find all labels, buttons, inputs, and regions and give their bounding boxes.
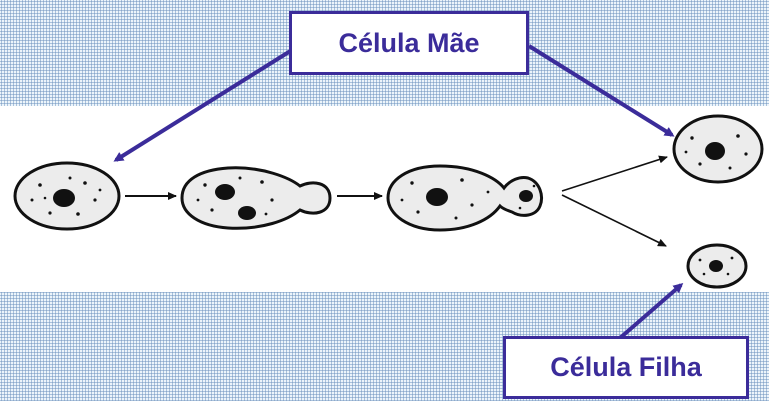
nucleus xyxy=(238,206,256,220)
cell-stage-1 xyxy=(15,163,119,229)
bud-nucleus xyxy=(519,190,533,202)
mother-cell-label: Célula Mãe xyxy=(289,11,529,75)
nucleus xyxy=(53,189,75,207)
nucleus xyxy=(426,188,448,206)
nucleus xyxy=(215,184,235,200)
daughter-label-arrow xyxy=(620,285,681,338)
nucleus xyxy=(709,260,723,272)
result-mother-cell xyxy=(674,116,762,182)
daughter-cell-label: Célula Filha xyxy=(503,336,749,399)
nucleus xyxy=(705,142,725,160)
result-daughter-cell xyxy=(688,245,746,287)
